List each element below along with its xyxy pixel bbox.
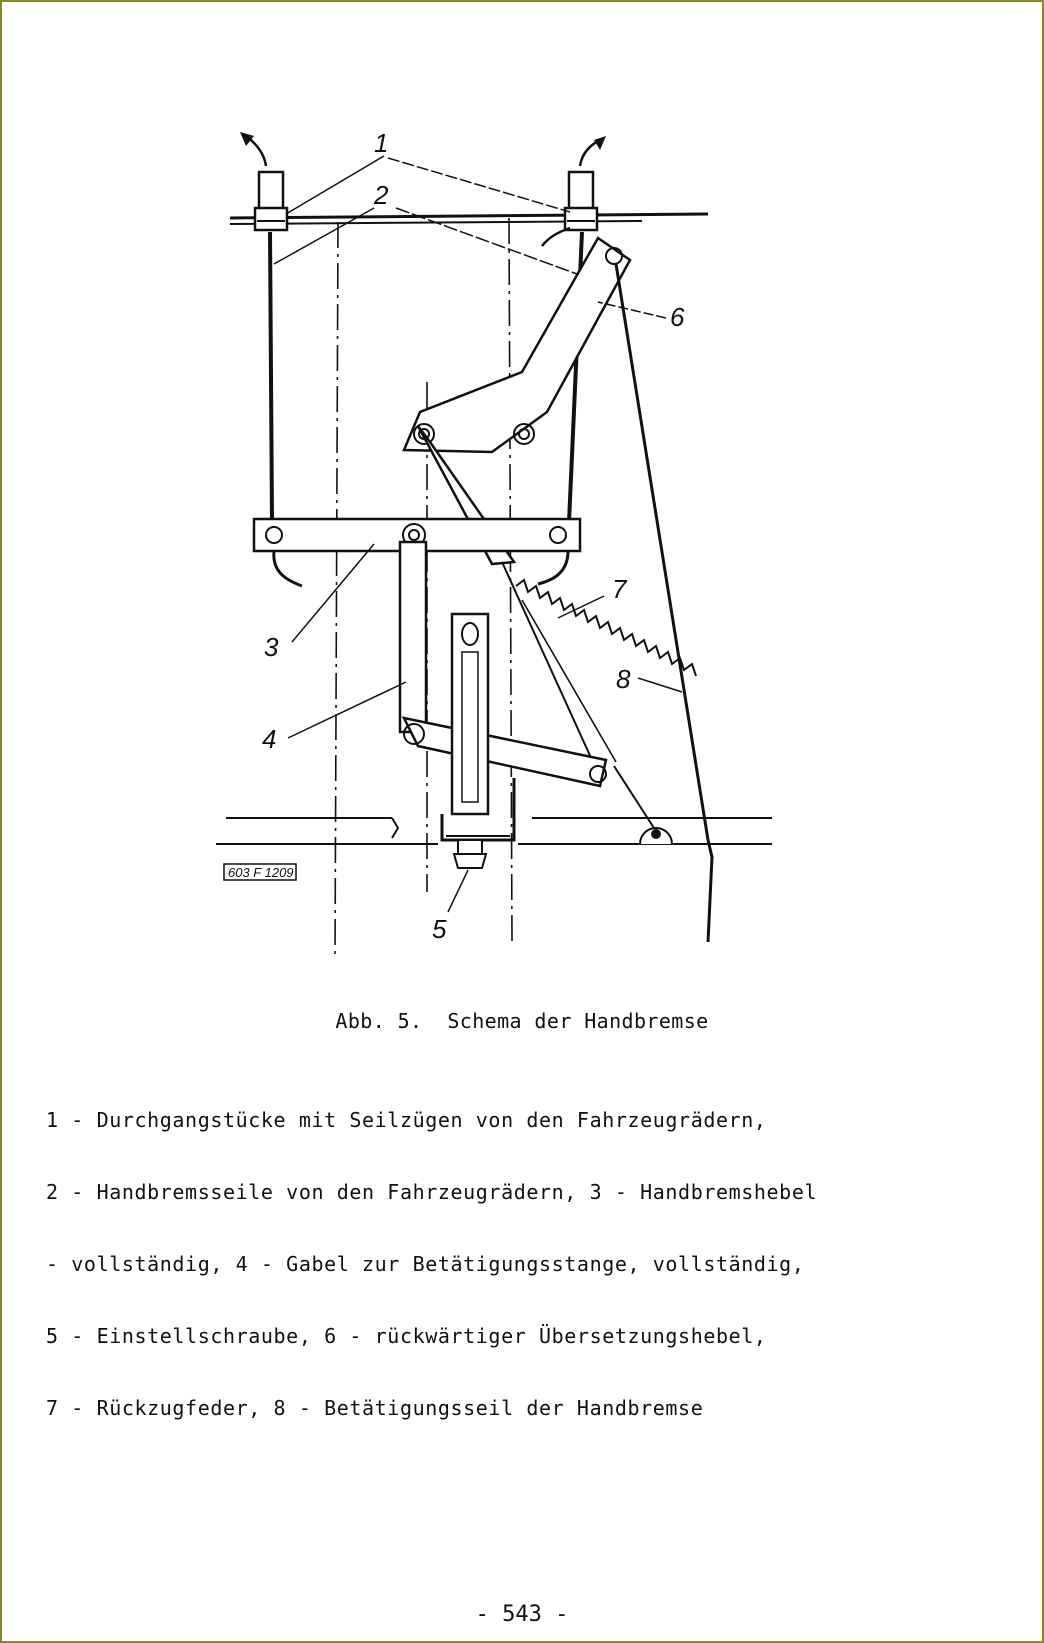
- legend-line: 5 - Einstellschraube, 6 - rückwärtiger Ü…: [46, 1324, 767, 1348]
- legend-line: 7 - Rückzugfeder, 8 - Betätigungsseil de…: [46, 1396, 704, 1420]
- drawing-code: 603 F 1209: [228, 865, 294, 880]
- callout-label-1: 1: [374, 128, 388, 158]
- handbrake-diagram-svg: 603 F 1209 1 2 3 4 5 6 7 8: [216, 128, 772, 961]
- page-number: - 543 -: [475, 1602, 569, 1627]
- callout-label-3: 3: [264, 632, 279, 662]
- callout-label-2: 2: [373, 180, 389, 210]
- legend-line: - vollständig, 4 - Gabel zur Betätigungs…: [46, 1252, 805, 1276]
- callout-label-5: 5: [432, 914, 447, 944]
- callout-label-4: 4: [262, 724, 276, 754]
- legend-line: 1 - Durchgangstücke mit Seilzügen von de…: [46, 1108, 767, 1132]
- callout-label-6: 6: [670, 302, 685, 332]
- callout-label-7: 7: [612, 574, 628, 604]
- handbrake-diagram: 603 F 1209 1 2 3 4 5 6 7 8: [2, 2, 1042, 972]
- legend-line: 2 - Handbremsseile von den Fahrzeugräder…: [46, 1180, 818, 1204]
- figure-legend: 1 - Durchgangstücke mit Seilzügen von de…: [46, 1060, 1026, 1468]
- callout-label-8: 8: [616, 664, 631, 694]
- figure-caption: Abb. 5. Schema der Handbremse: [335, 1009, 709, 1033]
